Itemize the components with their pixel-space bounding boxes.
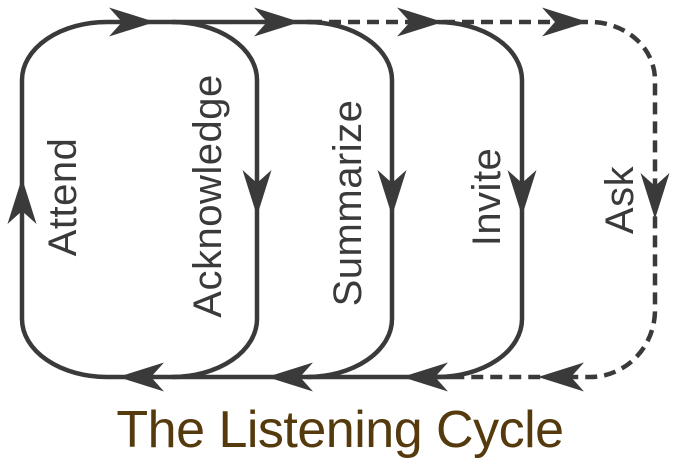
step-label-invite: Invite xyxy=(465,148,509,247)
step-label-ask: Ask xyxy=(598,165,642,234)
diagram-title: The Listening Cycle xyxy=(116,401,563,459)
flow-arrow-left-icon xyxy=(267,362,313,392)
step-label-attend: Attend xyxy=(41,138,85,257)
step-label-summarize: Summarize xyxy=(326,100,370,307)
flow-arrow-down-icon xyxy=(377,170,407,216)
flow-arrow-left-icon xyxy=(402,362,448,392)
flow-arrow-right-icon xyxy=(542,7,588,37)
flow-arrow-down-icon xyxy=(640,173,670,219)
flow-arrow-left-icon xyxy=(538,362,584,392)
flow-arrow-right-icon xyxy=(109,7,155,37)
flow-arrow-right-icon xyxy=(254,7,300,37)
flow-arrow-down-icon xyxy=(242,170,272,216)
flow-arrow-up-icon xyxy=(7,178,37,224)
flow-arrow-right-icon xyxy=(397,7,443,37)
ask-loop-path-dashed xyxy=(310,19,658,380)
step-label-acknowledge: Acknowledge xyxy=(186,74,230,317)
flow-arrow-down-icon xyxy=(507,170,537,216)
flow-arrow-left-icon xyxy=(118,362,164,392)
